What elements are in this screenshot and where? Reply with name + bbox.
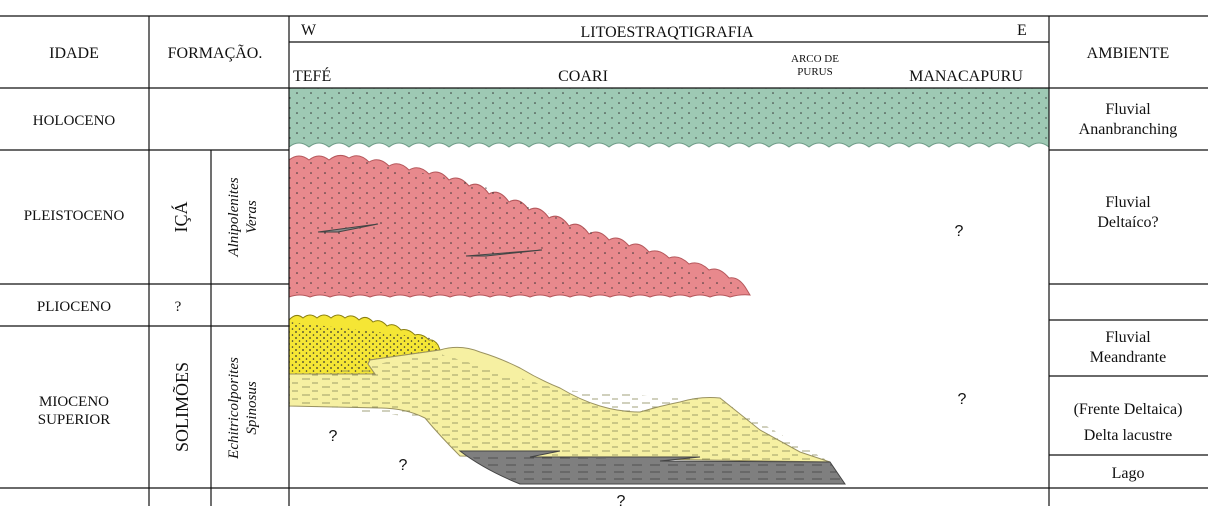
question-mark-mioceno-right: ? xyxy=(958,391,967,408)
biozone-alnipolenites: Alnipolenites xyxy=(226,177,242,257)
pleistocene-texture xyxy=(289,160,740,293)
locality-coari: COARI xyxy=(558,68,608,85)
table-grid xyxy=(0,15,1208,506)
gray-lens-upper xyxy=(317,223,379,233)
question-mark-pleistoceno: ? xyxy=(955,223,964,240)
ambiente-pleistoceno-line2: Deltaíco? xyxy=(1097,214,1158,231)
formation-ica: IÇÁ xyxy=(170,202,191,233)
gray-lens-lower xyxy=(465,249,543,257)
biozone-spinosus: Spinosus xyxy=(244,381,260,435)
question-mark-bottom: ? xyxy=(617,493,626,506)
age-plioceno: PLIOCENO xyxy=(37,299,111,315)
fluvial-texture xyxy=(289,322,440,374)
age-pleistoceno: PLEISTOCENO xyxy=(24,208,125,224)
age-column: HOLOCENO PLEISTOCENO PLIOCENO MIOCENO SU… xyxy=(24,113,125,428)
ambiente-holoceno-line2: Ananbranching xyxy=(1079,121,1178,138)
ambiente-lago: Lago xyxy=(1112,465,1145,482)
lake-texture xyxy=(470,456,845,484)
locality-tefe: TEFÉ xyxy=(293,66,331,85)
strata-layers xyxy=(288,87,1050,485)
header-formacao: FORMAÇÃO. xyxy=(168,44,263,62)
question-mark-mioceno-left-2: ? xyxy=(399,457,408,474)
ambiente-mioceno-fluvial-line2: Meandrante xyxy=(1090,349,1166,366)
formation-solimoes: SOLIMÕES xyxy=(171,362,192,452)
formation-plioceno-unknown: ? xyxy=(175,299,182,315)
header: IDADE FORMAÇÃO. W LITOESTRAQTIGRAFIA E T… xyxy=(49,22,1169,85)
header-west: W xyxy=(301,22,317,39)
header-ambiente: AMBIENTE xyxy=(1087,45,1170,62)
question-mark-mioceno-left-1: ? xyxy=(329,428,338,445)
holocene-texture xyxy=(289,88,1049,140)
header-idade: IDADE xyxy=(49,45,99,62)
question-marks: ? ? ? ? ? xyxy=(329,223,967,510)
locality-arco-line1: ARCO DE xyxy=(791,53,839,65)
formation-column: IÇÁ Alnipolenites Veras ? SOLIMÕES Echit… xyxy=(170,177,260,460)
age-holoceno: HOLOCENO xyxy=(33,113,116,129)
header-litho-title: LITOESTRAQTIGRAFIA xyxy=(580,24,753,41)
delta-texture xyxy=(289,354,830,462)
biozone-veras: Veras xyxy=(244,200,260,233)
ambiente-holoceno-line1: Fluvial xyxy=(1105,101,1151,118)
biozone-echitricolporites: Echitricolporites xyxy=(226,357,242,460)
header-east: E xyxy=(1017,22,1027,39)
locality-arco-line2: PURUS xyxy=(797,66,832,78)
ambiente-mioceno-fluvial-line1: Fluvial xyxy=(1105,329,1151,346)
ambiente-pleistoceno-line1: Fluvial xyxy=(1105,194,1151,211)
ambiente-column: Fluvial Ananbranching Fluvial Deltaíco? … xyxy=(1074,101,1183,482)
ambiente-delta-lacustre: Delta lacustre xyxy=(1084,427,1172,444)
age-mioceno-line2: SUPERIOR xyxy=(38,412,111,428)
age-mioceno-line1: MIOCENO xyxy=(39,394,109,410)
ambiente-frente-deltaica: (Frente Deltaica) xyxy=(1074,401,1183,418)
locality-manacapuru: MANACAPURU xyxy=(909,68,1023,85)
